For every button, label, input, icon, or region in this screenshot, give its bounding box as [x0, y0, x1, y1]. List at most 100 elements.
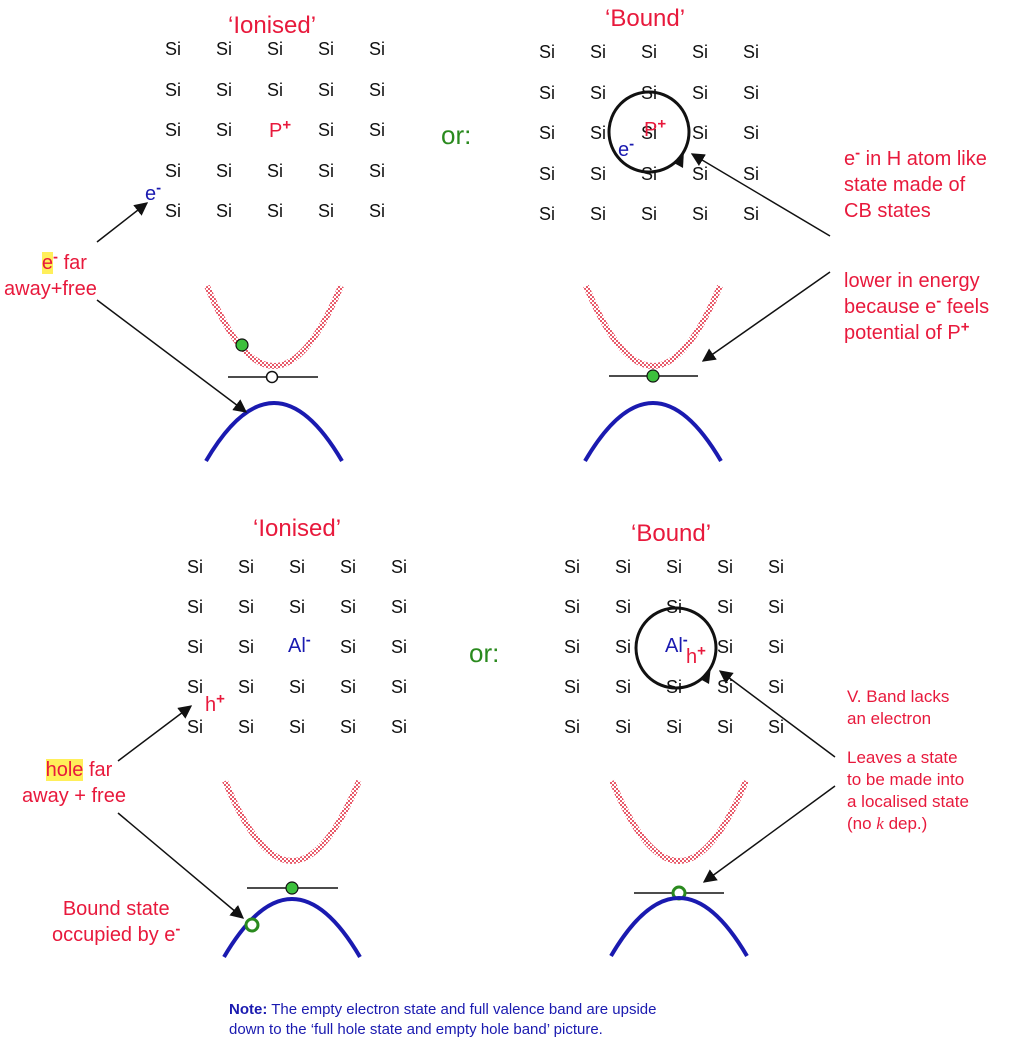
- si-atom: Si: [238, 557, 255, 577]
- v-band-lacks-label: V. Band lacks an electron: [847, 687, 950, 729]
- si-atom: Si: [615, 557, 632, 577]
- si-atom: Si: [666, 677, 683, 697]
- bound-electron-dot-bottom-left: [285, 881, 299, 895]
- si-atom: Si: [187, 717, 204, 737]
- si-atom: Si: [369, 79, 386, 100]
- si-atom: Si: [391, 677, 408, 697]
- si-atom: Si: [318, 79, 335, 100]
- si-atom: Si: [318, 160, 335, 181]
- si-atom: Si: [340, 717, 357, 737]
- si-atom: Si: [692, 123, 709, 143]
- orbit-arrowhead-top-right: [674, 150, 684, 168]
- si-atom: Si: [692, 163, 709, 184]
- si-atom: Si: [165, 120, 182, 140]
- valence-band-bottom-left: [222, 897, 362, 959]
- si-atom: Si: [743, 82, 760, 103]
- si-atom: Si: [289, 717, 306, 737]
- panel-title-bottom-left: ‘Ionised’: [253, 515, 342, 542]
- si-atom: Si: [590, 123, 607, 143]
- si-atom: Si: [340, 677, 357, 697]
- panel-title-bottom-right: ‘Bound’: [631, 520, 712, 547]
- si-atom: Si: [267, 39, 284, 59]
- si-atom: Si: [615, 597, 632, 617]
- si-atom: Si: [768, 557, 785, 577]
- si-atom: Si: [743, 42, 760, 62]
- lower-energy-label: lower in energy because e- feels potenti…: [844, 270, 990, 344]
- si-atom: Si: [187, 637, 204, 657]
- impurity-p-top-right: P+: [644, 115, 667, 141]
- si-atom: Si: [692, 82, 709, 103]
- si-atom: Si: [768, 597, 785, 617]
- si-atom: Si: [340, 637, 357, 657]
- arrow-lower-to-level: [701, 271, 831, 362]
- si-atom: Si: [743, 204, 760, 224]
- impurity-p-top-left: P+: [269, 116, 292, 142]
- si-atom: Si: [340, 557, 357, 577]
- si-atom: Si: [539, 163, 556, 184]
- si-atom: Si: [165, 160, 182, 181]
- si-atom: Si: [564, 717, 581, 737]
- si-atom: Si: [216, 79, 233, 100]
- si-atom: Si: [391, 717, 408, 737]
- si-atom: Si: [238, 597, 255, 617]
- si-atom: Si: [238, 677, 255, 697]
- si-atom: Si: [717, 637, 734, 657]
- si-atom: Si: [369, 39, 386, 59]
- conduction-band-bottom-left: [222, 779, 362, 864]
- si-atom: Si: [564, 557, 581, 577]
- free-electron-dot-top-left: [235, 338, 249, 352]
- si-atom: Si: [666, 557, 683, 577]
- hole-far-away-label: hole far away + free: [22, 759, 126, 807]
- empty-donor-state-top-left: [265, 370, 279, 384]
- si-atom: Si: [641, 163, 658, 184]
- si-atom: Si: [615, 677, 632, 697]
- leaves-state-label: Leaves a state to be made into a localis…: [847, 748, 969, 834]
- arrow-leaves-to-level: [702, 785, 836, 883]
- si-atom: Si: [666, 597, 683, 617]
- si-atom: Si: [369, 201, 386, 221]
- si-atom: Si: [539, 123, 556, 143]
- valence-band-top-right: [583, 401, 723, 463]
- si-atom: Si: [641, 123, 658, 143]
- si-atom: Si: [768, 637, 785, 657]
- hole-circle-bottom-left: [244, 917, 260, 933]
- impurity-al-bottom-left: Al-: [288, 631, 311, 657]
- si-atom: Si: [743, 163, 760, 184]
- si-atom: Si: [590, 163, 607, 184]
- panel-title-top-right: ‘Bound’: [605, 5, 686, 32]
- si-atom: Si: [165, 39, 182, 59]
- si-atom: Si: [692, 42, 709, 62]
- free-hole-label-bottom-left: h+: [205, 690, 225, 716]
- si-atom: Si: [768, 717, 785, 737]
- arrow-vband-to-orbit: [718, 670, 836, 758]
- arrow-e-to-band: [96, 299, 248, 413]
- si-atom: Si: [267, 79, 284, 100]
- conduction-band-bottom-right: [609, 779, 749, 864]
- bound-hole-label-bottom-right: h+: [686, 642, 706, 668]
- si-atom: Si: [539, 42, 556, 62]
- si-atom: Si: [238, 717, 255, 737]
- si-atom: Si: [641, 82, 658, 103]
- si-atom: Si: [165, 79, 182, 100]
- si-atom: Si: [391, 597, 408, 617]
- si-atom: Si: [564, 597, 581, 617]
- si-atom: Si: [187, 677, 204, 697]
- si-atom: Si: [768, 677, 785, 697]
- si-atom: Si: [564, 637, 581, 657]
- panel-title-top-left: ‘Ionised’: [228, 12, 317, 39]
- si-atom: Si: [717, 557, 734, 577]
- si-atom: Si: [187, 597, 204, 617]
- or-label-bottom: or:: [469, 638, 500, 668]
- si-atom: Si: [216, 160, 233, 181]
- impurity-al-bottom-right: Al-: [665, 631, 688, 657]
- conduction-band-top-right: [583, 284, 723, 369]
- si-atom: Si: [216, 39, 233, 59]
- si-atom: Si: [743, 123, 760, 143]
- si-atom: Si: [391, 637, 408, 657]
- si-atom: Si: [717, 717, 734, 737]
- si-atom: Si: [216, 120, 233, 140]
- h-atom-like-state-label: e- in H atom like state made of CB state…: [844, 144, 987, 222]
- arrow-hole-to-lattice: [117, 705, 193, 762]
